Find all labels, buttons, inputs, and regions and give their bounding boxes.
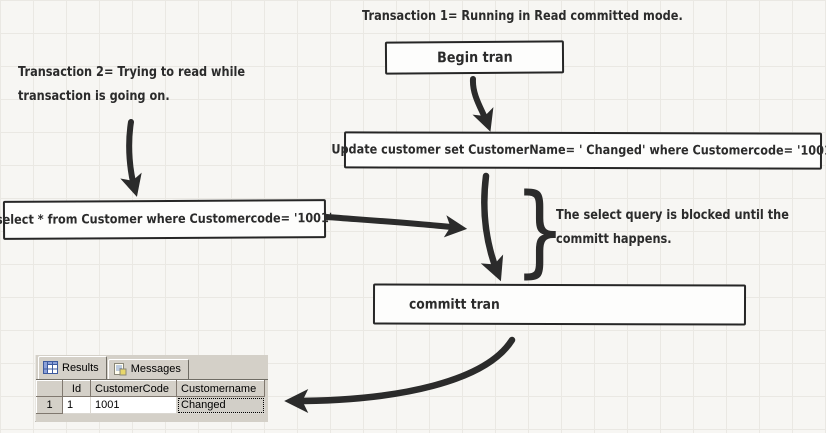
arrow-select-to-blocked: [324, 214, 468, 238]
blocked-note-line2: committ happens.: [556, 231, 672, 247]
commit-tran-box: committ tran: [372, 283, 747, 326]
results-tab-bar: Results Messages: [36, 355, 268, 379]
update-sql-text: Update customer set CustomerName= ' Chan…: [331, 142, 826, 159]
select-sql-box: select * from Customer where Customercod…: [0, 199, 333, 240]
transaction2-caption-line1: Transaction 2= Trying to read while: [18, 64, 246, 80]
commit-tran-label: committ tran: [408, 296, 500, 313]
arrow-commit-to-results: [284, 336, 516, 414]
cell-customercode[interactable]: 1001: [90, 396, 177, 414]
blocked-note: The select query is blocked until the co…: [556, 203, 826, 251]
select-sql-text: select * from Customer where Customercod…: [0, 211, 333, 228]
corner-selector-cell[interactable]: [36, 380, 63, 397]
cell-id[interactable]: 1: [62, 396, 91, 414]
table-row: 1 1 1001 Changed: [36, 396, 265, 414]
tab-messages-label: Messages: [130, 363, 181, 375]
transaction1-caption: Transaction 1= Running in Read committed…: [362, 4, 744, 28]
results-panel: Results Messages Id CustomerCode: [35, 355, 268, 422]
results-grid-icon: [43, 361, 58, 374]
messages-icon: [113, 362, 127, 375]
begin-tran-box: Begin tran: [384, 40, 565, 75]
curly-brace: }: [514, 171, 566, 289]
tab-results-label: Results: [62, 361, 99, 374]
arrow-caption-to-select: [120, 119, 142, 197]
results-header-row: Id CustomerCode Customername: [36, 380, 265, 397]
column-header-id[interactable]: Id: [62, 380, 91, 397]
column-header-customercode[interactable]: CustomerCode: [90, 380, 177, 397]
blocked-note-line1: The select query is blocked until the: [556, 207, 789, 223]
results-table: Id CustomerCode Customername 1 1 1001 Ch…: [36, 380, 265, 414]
tab-results[interactable]: Results: [38, 356, 107, 379]
update-sql-box: Update customer set CustomerName= ' Chan…: [331, 131, 826, 170]
cell-customername-selected[interactable]: Changed: [176, 396, 265, 414]
transaction1-caption-text: Transaction 1= Running in Read committed…: [362, 8, 683, 24]
transaction2-caption: Transaction 2= Trying to read while tran…: [18, 60, 288, 108]
tab-messages[interactable]: Messages: [107, 359, 189, 379]
results-grid: Id CustomerCode Customername 1 1 1001 Ch…: [36, 379, 268, 422]
transaction2-caption-line2: transaction is going on.: [18, 88, 170, 104]
arrow-begin-to-update: [469, 76, 494, 132]
arrow-update-to-commit: [480, 172, 504, 282]
column-header-customername[interactable]: Customername: [176, 380, 265, 397]
begin-tran-label: Begin tran: [436, 49, 513, 66]
row-header[interactable]: 1: [36, 396, 63, 414]
